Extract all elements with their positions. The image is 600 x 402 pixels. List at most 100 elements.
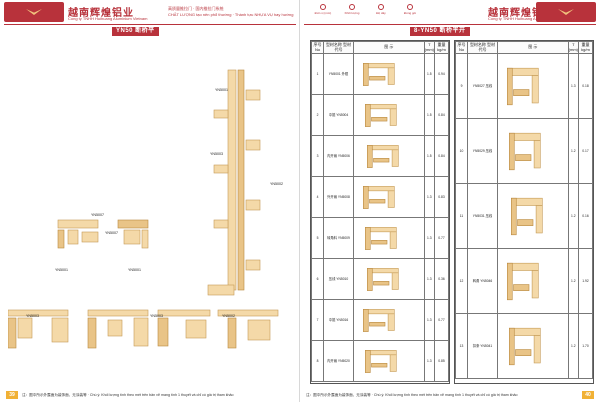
row-number: 6 [311,258,324,300]
right-page: Đơn vị (mm) Khối lượng Độ dày Đóng gói 越… [300,0,600,402]
row-number: 11 [455,183,468,249]
header-line-2: CHẤT LƯỢNG tạo nên phổ thường · Thành tự… [168,12,294,17]
thickness-value: 1.5 [423,94,436,136]
profile-drawing [353,258,425,300]
profile-part [389,108,397,126]
label-yn5002b: YN5002 [222,314,235,318]
series-title: YN50 断桥平 [112,27,159,36]
thickness-value: 1.3 [423,176,436,218]
profile-part [515,153,532,161]
thickness-value: 1.3 [423,299,436,341]
brand-logo [4,2,64,22]
thickness-value: 1.5 [423,135,436,177]
mid-assembly [57,219,149,249]
profile-drawing [497,313,569,379]
col-t-r: T (mm) [567,41,580,54]
row-number: 10 [455,118,468,184]
profile-section-icon [365,226,397,250]
ruler-icon [320,4,326,10]
profile-name: 内开扇 YN5006 [323,135,354,177]
header-rule [4,24,296,25]
thickness-value: 1.5 [423,53,436,95]
profile-section-icon [363,185,395,209]
thickness-value: 1.3 [423,340,436,382]
profile-name: 外开扇 YN5008 [323,176,354,218]
profile-part [369,321,386,326]
brand-name-right: 越南辉煌铝业 [488,8,554,19]
label-yn5001: YN5001 [215,88,228,92]
profile-section-icon [509,327,541,365]
profile-drawing [353,217,425,259]
profile-part [367,267,373,291]
profile-name: 压线 YN5010 [323,258,354,300]
row-number: 7 [311,299,324,341]
profile-section-icon [365,349,397,373]
brand-subtitle-right: Cong ty TNHH Huihuang Aluminium Vietnam [488,16,568,21]
thickness-icon [378,4,384,10]
profile-part [371,362,388,367]
weight-value: 1.70 [578,313,593,379]
col-t: T (mm) [423,41,436,54]
profile-part [363,308,369,332]
profile-part [387,190,395,208]
label-yn5003: YN5003 [210,152,223,156]
package-icon [407,4,413,10]
col-no-r: 序号 No [455,41,468,54]
profile-section-icon [507,262,539,300]
profile-part [363,185,369,209]
profile-drawing [353,299,425,341]
weight-value: 0.84 [434,94,449,136]
left-footnote: 注：图中所示外露面为装饰面，无涂装等 · Chú ý: Khối lượng t… [22,393,234,397]
profile-part [391,272,399,290]
row-number: 3 [311,135,324,177]
label-yn5007b: YN5007 [105,231,118,235]
row-number: 13 [455,313,468,379]
col-name: 型材名称 型材代号 [323,41,354,54]
legend-thickness: Độ dày [370,4,392,15]
profile-part [373,280,390,285]
profile-part [513,88,530,96]
weight-value: 0.16 [578,183,593,249]
profile-drawing [497,53,569,119]
profile-name: 内开扇 YN5020 [323,340,354,382]
profile-section-icon [365,103,397,127]
right-page-number: 40 [582,391,594,399]
weight-value: 0.94 [434,53,449,95]
profile-part [533,334,541,363]
profile-drawings [8,69,279,349]
label-yn5007: YN5007 [91,213,104,217]
label-yn5001c: YN5001 [128,268,141,272]
left-page-number: 39 [6,391,18,399]
left-page: 越南辉煌铝业 Cong ty TNHH Huihuang Aluminium V… [0,0,300,402]
brand-name: 越南辉煌铝业 [68,8,134,19]
profile-part [373,157,390,162]
profile-name: YN5001 外框 [323,53,354,95]
profile-part [531,74,539,103]
weight-value: 0.36 [434,258,449,300]
thickness-value: 1.2 [567,183,580,249]
header-rule-right [304,24,596,25]
right-footer: 注：图中所示外露面为装饰面，无涂装等 · Chú ý: Khối lượng t… [300,388,600,402]
profile-part [365,226,371,250]
profile-name: YN5027 压线 [467,53,498,119]
profile-part [365,349,371,373]
profile-part [371,239,388,244]
profile-part [387,67,395,85]
profile-drawing [353,135,425,177]
right-footnote: 注：图中所示外露面为装饰面，无涂装等 · Chú ý: Khối lượng t… [306,393,518,397]
weight-value: 0.18 [578,53,593,119]
left-header: 越南辉煌铝业 Cong ty TNHH Huihuang Aluminium V… [0,0,300,26]
profile-section-icon [509,132,541,170]
col-weight: 重量 kg/m [434,41,449,54]
profile-part [365,103,371,127]
label-yn5003b: YN5003 [26,314,39,318]
row-number: 5 [311,217,324,259]
